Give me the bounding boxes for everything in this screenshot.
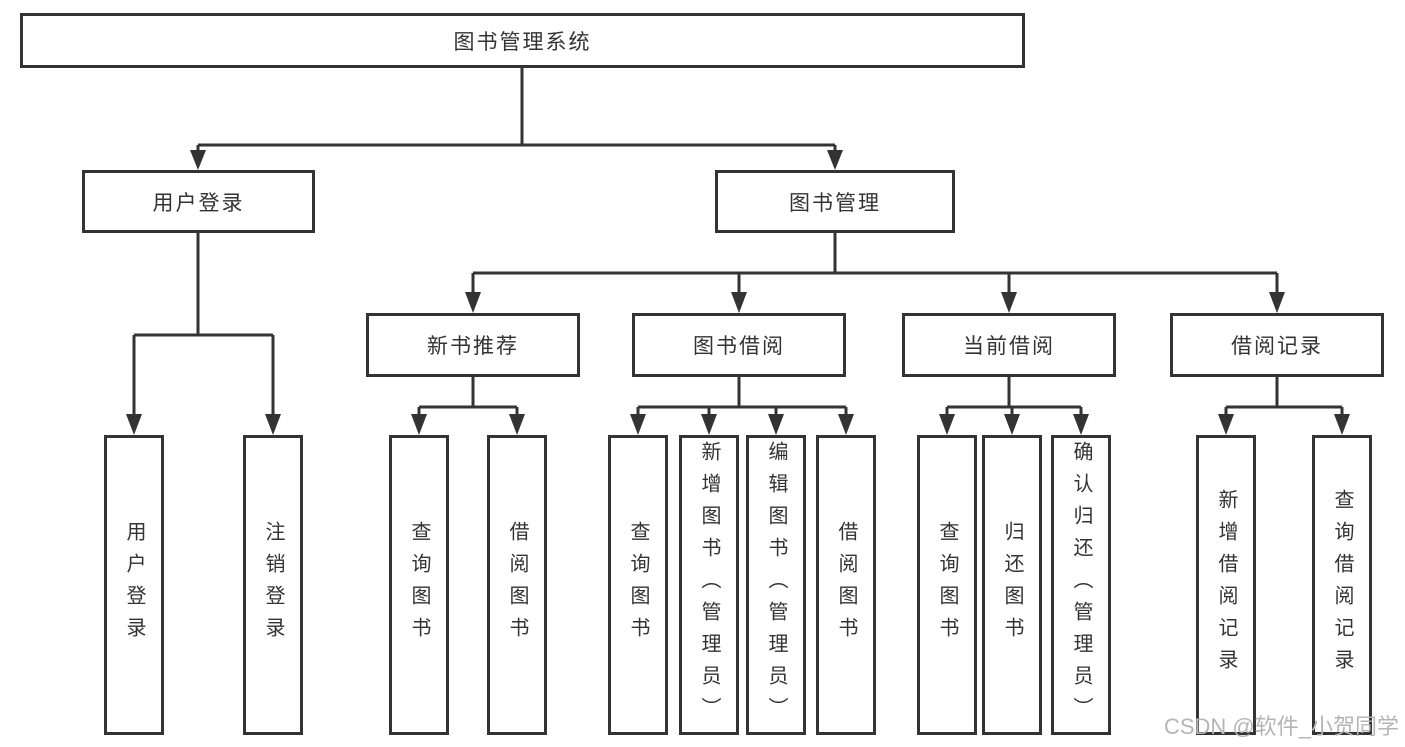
leaf-add-books-admin-label: 新增图书（管理员） [698,441,720,729]
leaf-edit-books-admin-label: 编辑图书（管理员） [765,441,787,729]
leaf-query-borrow-record-label: 查询借阅记录 [1331,489,1353,681]
leaf-query-borrow-record: 查询借阅记录 [1312,435,1372,735]
leaf-borrow-books-new: 借阅图书 [487,435,547,735]
node-current-borrow: 当前借阅 [902,313,1116,377]
leaf-query-books-new: 查询图书 [389,435,449,735]
leaf-return-books: 归还图书 [982,435,1042,735]
node-user-login: 用户登录 [82,170,315,233]
leaf-query-books-borrow: 查询图书 [608,435,668,735]
leaf-return-books-label: 归还图书 [1001,521,1023,649]
leaf-user-login-label: 用户登录 [123,521,145,649]
leaf-confirm-return-admin: 确认归还（管理员） [1051,435,1111,735]
node-book-management: 图书管理 [715,170,955,233]
node-current-borrow-label: 当前借阅 [963,335,1055,358]
leaf-borrow-books-new-label: 借阅图书 [506,521,528,649]
leaf-add-borrow-record: 新增借阅记录 [1196,435,1256,735]
leaf-query-books-new-label: 查询图书 [408,521,430,649]
node-new-book-recommend: 新书推荐 [366,313,580,377]
node-borrow-records: 借阅记录 [1170,313,1384,377]
node-borrow-records-label: 借阅记录 [1231,335,1323,358]
node-book-borrow: 图书借阅 [632,313,846,377]
leaf-user-login: 用户登录 [104,435,164,735]
leaf-confirm-return-admin-label: 确认归还（管理员） [1070,441,1092,729]
leaf-query-books-current: 查询图书 [917,435,977,735]
leaf-add-borrow-record-label: 新增借阅记录 [1215,489,1237,681]
node-new-book-recommend-label: 新书推荐 [427,335,519,358]
node-book-borrow-label: 图书借阅 [693,335,785,358]
node-book-management-label: 图书管理 [789,191,881,215]
node-user-login-label: 用户登录 [152,191,245,215]
leaf-borrow-books: 借阅图书 [816,435,876,735]
node-root: 图书管理系统 [20,13,1025,68]
leaf-logout: 注销登录 [243,435,303,735]
leaf-edit-books-admin: 编辑图书（管理员） [746,435,806,735]
leaf-logout-label: 注销登录 [262,521,284,649]
node-root-label: 图书管理系统 [453,30,592,54]
leaf-borrow-books-label: 借阅图书 [835,521,857,649]
leaf-add-books-admin: 新增图书（管理员） [679,435,739,735]
csdn-watermark: CSDN @软件_小贺同学 [1163,714,1399,739]
leaf-query-books-borrow-label: 查询图书 [627,521,649,649]
leaf-query-books-current-label: 查询图书 [936,521,958,649]
